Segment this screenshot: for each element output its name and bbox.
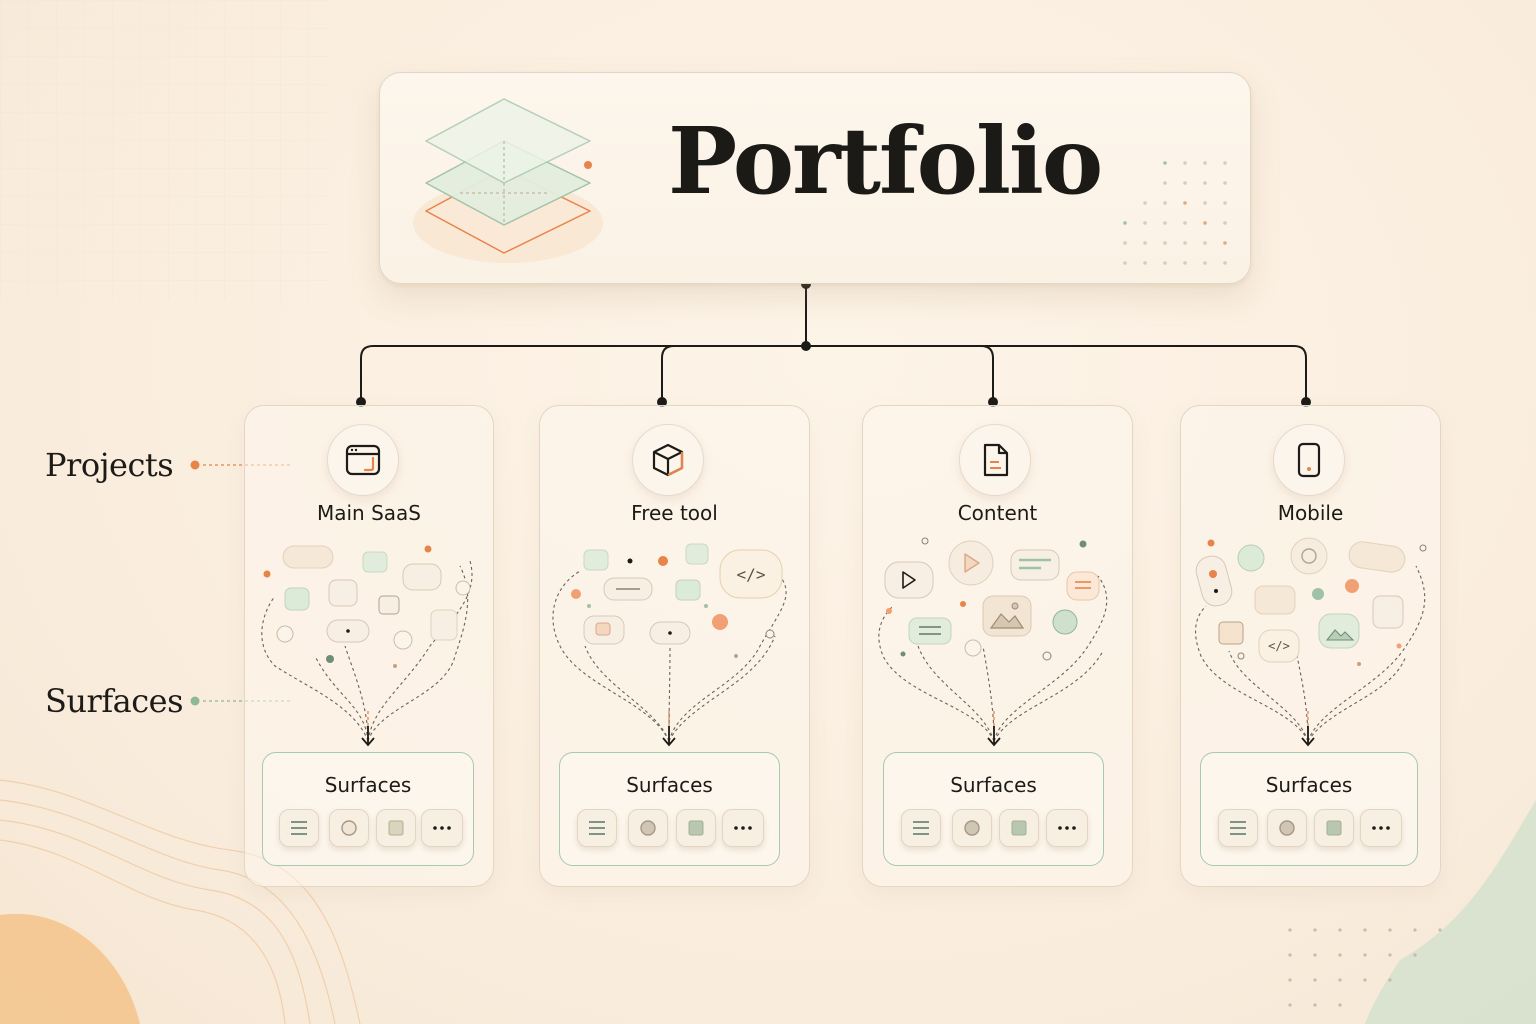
more-chip[interactable] (722, 809, 764, 847)
dot-grid-decoration (1123, 161, 1227, 265)
surfaces-title: Surfaces (950, 773, 1037, 797)
circle-icon (964, 820, 980, 836)
surfaces-panel: Surfaces (1200, 752, 1418, 866)
svg-text:</>: </> (1268, 639, 1290, 653)
stacked-layers-icon (413, 98, 603, 263)
square-chip[interactable] (999, 809, 1039, 847)
list-chip[interactable] (577, 809, 617, 847)
project-title: Free tool (631, 501, 718, 525)
list-icon (913, 821, 929, 835)
flow-illustration: </> (552, 543, 787, 747)
list-icon (589, 821, 605, 835)
connector-tree (360, 284, 1307, 402)
surfaces-panel: Surfaces (883, 752, 1104, 866)
square-icon (1011, 820, 1027, 836)
browser-window-icon (345, 444, 381, 476)
project-icon-circle (632, 424, 704, 496)
project-card-mobile[interactable]: Mobile </> Surfaces (1180, 405, 1441, 887)
portfolio-title-card: Portfolio (379, 72, 1251, 284)
svg-text:</>: </> (737, 565, 766, 584)
list-chip[interactable] (1218, 809, 1258, 847)
circle-chip[interactable] (1267, 809, 1307, 847)
circle-icon (341, 820, 357, 836)
project-icon-circle (327, 424, 399, 496)
projects-label: Projects (45, 446, 174, 484)
document-icon (983, 443, 1009, 477)
circle-icon (640, 820, 656, 836)
more-icon (1372, 826, 1390, 830)
project-icon-circle (1273, 424, 1345, 496)
surfaces-label: Surfaces (45, 682, 184, 720)
square-icon (388, 820, 404, 836)
square-chip[interactable] (676, 809, 716, 847)
project-title: Content (957, 501, 1038, 525)
mobile-phone-icon (1297, 442, 1321, 478)
circle-chip[interactable] (952, 809, 992, 847)
project-icon-circle (959, 424, 1031, 496)
list-chip[interactable] (901, 809, 941, 847)
square-chip[interactable] (1314, 809, 1354, 847)
surfaces-title: Surfaces (626, 773, 713, 797)
surfaces-panel: Surfaces (559, 752, 780, 866)
project-card-main-saas[interactable]: Main SaaS Surfaces (244, 405, 494, 887)
project-card-free-tool[interactable]: Free tool </> Surfaces (539, 405, 810, 887)
more-icon (433, 826, 451, 830)
list-icon (1230, 821, 1246, 835)
project-title: Main SaaS (316, 501, 421, 525)
square-chip[interactable] (376, 809, 416, 847)
more-icon (1058, 826, 1076, 830)
project-title: Mobile (1277, 501, 1344, 525)
more-chip[interactable] (1046, 809, 1088, 847)
project-card-content[interactable]: Content (862, 405, 1133, 887)
surfaces-title: Surfaces (1265, 773, 1353, 797)
circle-chip[interactable] (329, 809, 369, 847)
cube-icon (652, 443, 684, 477)
square-icon (688, 820, 704, 836)
circle-icon (1279, 820, 1295, 836)
list-chip[interactable] (279, 809, 319, 847)
flow-illustration (878, 537, 1108, 747)
flow-illustration: </> (1195, 537, 1427, 747)
surfaces-title: Surfaces (324, 773, 412, 797)
more-chip[interactable] (1360, 809, 1402, 847)
square-icon (1326, 820, 1342, 836)
page-title: Portfolio (668, 107, 1103, 215)
more-icon (734, 826, 752, 830)
list-icon (291, 821, 307, 835)
circle-chip[interactable] (628, 809, 668, 847)
more-chip[interactable] (421, 809, 463, 847)
surfaces-panel: Surfaces (262, 752, 474, 866)
flow-illustration (261, 545, 473, 747)
